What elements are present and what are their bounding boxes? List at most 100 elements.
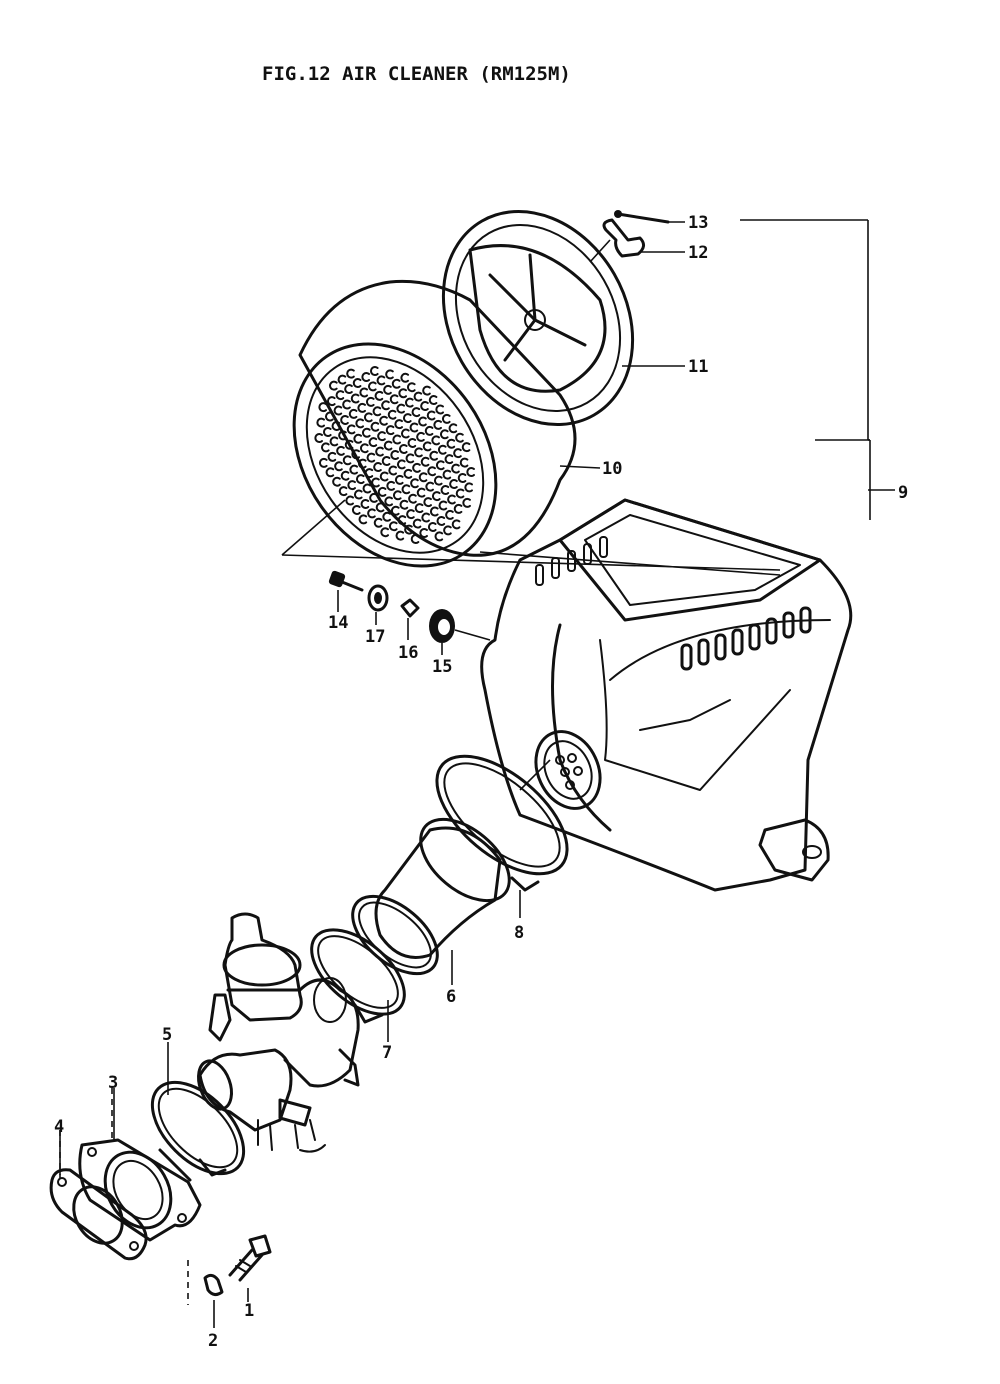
perforation-hole <box>407 437 417 448</box>
perforation-hole <box>445 509 454 520</box>
perforation-hole <box>426 410 436 421</box>
perforation-hole <box>389 394 399 405</box>
perforation-hole <box>453 503 463 514</box>
perforation-hole <box>387 409 397 420</box>
perforation-hole <box>451 463 460 474</box>
filter-perforations <box>314 366 475 544</box>
perforation-hole <box>414 447 423 458</box>
perforation-hole <box>338 486 348 497</box>
perforation-hole <box>397 515 407 526</box>
part-6-intake-tube <box>351 817 511 976</box>
perforation-hole <box>437 444 447 455</box>
perforation-hole <box>372 406 382 417</box>
callout-4: 4 <box>54 1117 64 1137</box>
perforation-hole <box>398 388 408 399</box>
perforation-hole <box>392 490 402 501</box>
callout-8: 8 <box>514 923 524 943</box>
perforation-hole <box>399 499 409 510</box>
perforation-hole <box>462 497 471 508</box>
perforation-hole <box>438 500 448 511</box>
perforation-hole <box>440 485 450 496</box>
perforation-hole <box>436 515 446 526</box>
perforation-hole <box>464 482 473 493</box>
perforation-hole <box>345 495 354 506</box>
perforation-hole <box>381 456 391 467</box>
perforation-hole <box>361 427 371 438</box>
perforation-hole <box>318 402 328 413</box>
perforation-hole <box>391 378 401 389</box>
callout-5: 5 <box>162 1025 172 1045</box>
perforation-hole <box>431 491 441 502</box>
perforation-hole <box>419 528 428 538</box>
part-2-washer <box>203 1273 224 1297</box>
part-15-grommet <box>429 609 455 643</box>
perforation-hole <box>394 419 404 430</box>
perforation-hole <box>380 527 389 538</box>
perforation-hole <box>411 407 421 418</box>
perforation-hole <box>365 396 375 407</box>
part-16-collar <box>400 598 420 618</box>
perforation-hole <box>413 391 423 402</box>
perforation-hole <box>337 374 347 385</box>
callout-6: 6 <box>446 987 456 1007</box>
perforation-hole <box>435 404 445 415</box>
perforation-hole <box>350 393 360 404</box>
perforation-hole <box>442 469 452 480</box>
perforation-hole <box>362 483 372 494</box>
perforation-hole <box>388 521 398 532</box>
perforation-hole <box>355 418 365 429</box>
perforation-hole <box>433 475 443 486</box>
perforation-hole <box>395 530 405 541</box>
perforation-hole <box>353 489 363 500</box>
perforation-hole <box>351 449 361 460</box>
perforation-hole <box>334 461 343 472</box>
perforation-hole <box>375 446 384 457</box>
perforation-hole <box>357 402 367 413</box>
perforation-hole <box>424 425 434 436</box>
perforation-hole <box>410 478 419 489</box>
perforation-hole <box>418 472 428 483</box>
perforation-hole <box>359 387 369 398</box>
perforation-hole <box>431 435 441 446</box>
perforation-hole <box>348 408 358 419</box>
perforation-hole <box>396 403 406 414</box>
perforation-hole <box>435 460 445 471</box>
part-1-screw <box>228 1234 272 1282</box>
perforation-hole <box>396 459 406 470</box>
perforation-hole <box>416 487 426 498</box>
perforation-hole <box>379 471 389 482</box>
callout-2: 2 <box>208 1331 218 1351</box>
perforation-hole <box>371 477 380 488</box>
perforation-hole <box>404 397 414 408</box>
carburetor <box>197 912 360 1153</box>
perforation-hole <box>314 433 324 443</box>
perforation-hole <box>347 480 356 491</box>
perforation-hole <box>447 494 456 505</box>
callout-11: 11 <box>688 357 708 377</box>
perforation-hole <box>459 457 469 468</box>
perforation-hole <box>355 474 365 485</box>
perforation-hole <box>373 517 383 528</box>
part-13-bolt <box>614 210 670 224</box>
perforation-hole <box>394 474 404 485</box>
perforation-hole <box>427 466 436 477</box>
perforation-hole <box>324 411 334 422</box>
perforation-hole <box>404 524 413 535</box>
perforation-hole <box>414 503 424 514</box>
perforation-hole <box>342 399 351 410</box>
perforation-hole <box>388 465 397 476</box>
perforation-hole <box>332 476 341 487</box>
perforation-hole <box>363 412 373 423</box>
perforation-hole <box>416 431 425 442</box>
perforation-hole <box>325 467 335 478</box>
perforation-hole <box>444 454 454 465</box>
perforation-hole <box>410 534 420 544</box>
perforation-hole <box>329 380 338 391</box>
perforation-hole <box>418 416 427 427</box>
perforation-hole <box>364 468 374 479</box>
perforation-hole <box>461 442 471 453</box>
perforation-hole <box>344 384 353 395</box>
perforation-hole <box>379 415 388 426</box>
perforation-hole <box>318 457 328 468</box>
case-vents <box>535 536 812 671</box>
